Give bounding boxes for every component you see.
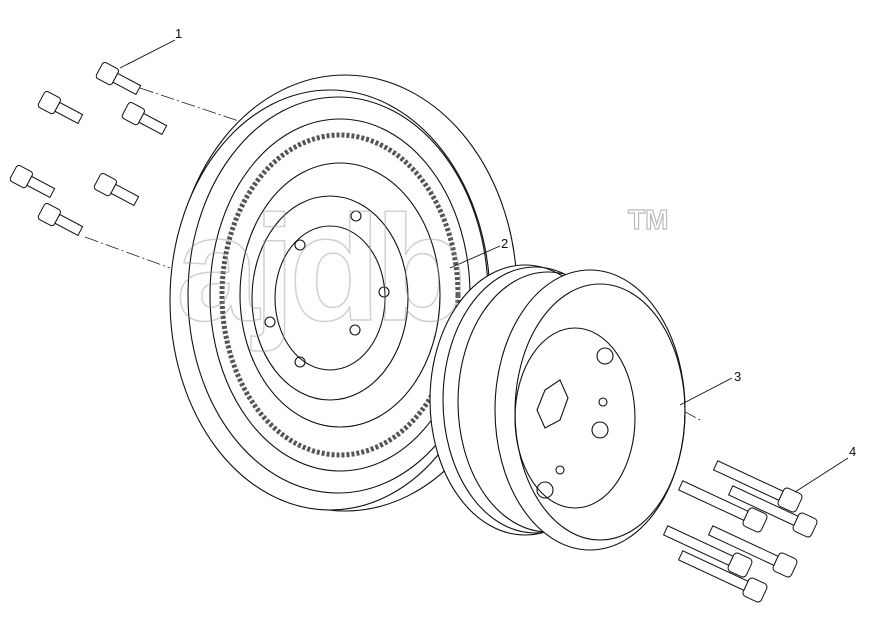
callout-1: 1	[175, 26, 183, 41]
callout-3: 3	[734, 369, 742, 384]
bolt-5	[93, 172, 140, 207]
trademark-mark: TM	[627, 203, 669, 235]
long-bolt-1	[712, 460, 803, 513]
flange-bolts	[9, 61, 168, 237]
long-bolts	[662, 460, 818, 603]
pulley	[429, 264, 686, 551]
bolt-1	[95, 61, 142, 96]
leader-lines	[119, 39, 849, 493]
long-bolt-6	[677, 550, 768, 603]
long-bolt-3	[677, 480, 768, 533]
callout-2: 2	[501, 236, 509, 251]
bolt-4	[9, 164, 56, 199]
watermark-logo: ajdb	[175, 183, 467, 353]
damper-wheel	[169, 74, 518, 512]
bolt-2	[37, 90, 84, 125]
long-bolt-2	[727, 485, 818, 538]
bolt-6	[37, 202, 84, 237]
long-bolt-5	[662, 525, 753, 578]
bolt-3	[121, 101, 168, 136]
callout-4: 4	[849, 444, 857, 459]
long-bolt-4	[707, 525, 798, 578]
